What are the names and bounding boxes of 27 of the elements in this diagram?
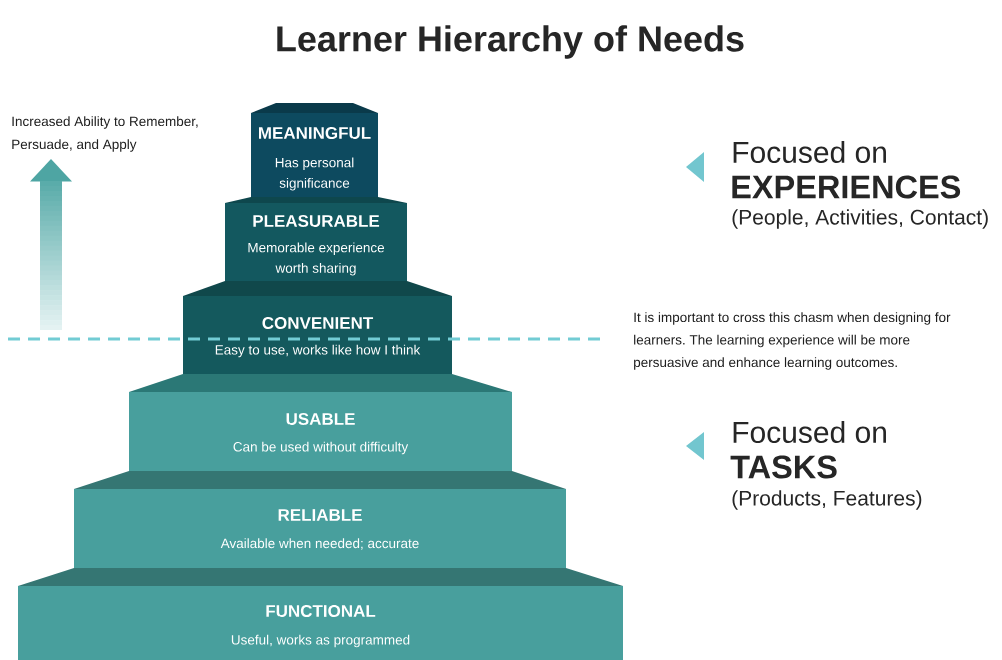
side-keyword: EXPERIENCES — [732, 175, 961, 199]
note-text: It is important to cross this chasm when designing for learners. The learning experience will be more persuasive and enhance learning outcomes. — [634, 312, 951, 370]
side-subtitle: (People, Activities, Contact) — [732, 209, 988, 229]
side-heading: Focused on — [733, 141, 886, 163]
step-description: Memorable experience worth sharing — [248, 242, 385, 276]
step-title: FUNCTIONAL — [266, 604, 376, 617]
step-description: Can be used without difficulty — [233, 441, 409, 455]
pyramid-step — [183, 281, 452, 374]
step-description: Useful, works as programmed — [231, 634, 410, 648]
step-title: PLEASURABLE — [253, 214, 380, 227]
side-subtitle: (Products, Features) — [732, 490, 922, 510]
side-keyword: TASKS — [730, 455, 837, 479]
step-title: USABLE — [286, 412, 355, 425]
step-title: CONVENIENT — [262, 316, 374, 329]
step-description: Has personal significance — [275, 157, 354, 191]
pyramid-step — [129, 374, 512, 471]
step-title: MEANINGFUL — [259, 127, 371, 139]
pyramid-step — [18, 568, 623, 660]
arrow-label: Increased Ability to Remember, Persuade, and Apply — [12, 116, 198, 152]
pyramid-step — [251, 103, 378, 197]
step-title: RELIABLE — [278, 509, 362, 521]
pyramid-step — [225, 197, 407, 281]
step-description: Available when needed; accurate — [220, 538, 419, 550]
side-heading: Focused on — [733, 421, 886, 443]
pyramid-step — [74, 471, 566, 568]
step-description: Easy to use, works like how I think — [215, 344, 421, 358]
title: Learner Hierarchy of Needs — [277, 25, 744, 59]
